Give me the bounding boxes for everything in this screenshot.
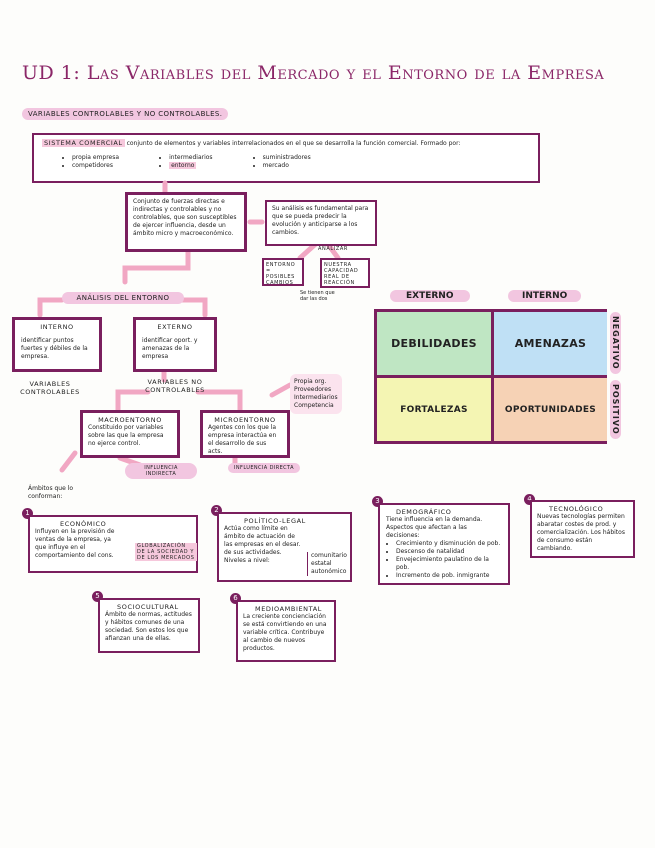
number-badge: 1 [22,508,33,519]
sociocultural-box: SOCIOCULTURAL Ámbito de normas, actitude… [98,598,200,653]
analisis-pill: Análisis del entorno [62,292,184,304]
dafo-interno-label: INTERNO [508,290,582,302]
externo-box: EXTERNO identificar oport. y amenazas de… [133,317,217,372]
macroentorno-box: MACROENTORNO Constituido por variables s… [80,410,180,458]
sistema-text: conjunto de elementos y variables interr… [126,140,461,147]
sistema-col1: propia empresacompetidores [62,154,119,170]
ambitos-label: Ámbitos que lo conforman: [28,485,74,500]
dafo-fortalezas: FORTALEZAS [377,378,491,441]
dafo-negativo-label: NEGATIVO [610,312,621,374]
sistema-col3: suministradoresmercado [253,154,311,170]
sistema-comercial-box: SISTEMA COMERCIAL conjunto de elementos … [32,133,540,183]
se-tienen-note: Se tienen que dar las dos [300,290,335,302]
number-badge: 2 [211,505,222,516]
entorno-cambios-box: ENTORNO = POSIBLES CAMBIOS [262,258,304,286]
dafo-amenazas: AMENAZAS [494,312,607,375]
interno-box: INTERNO identificar puntos fuertes y déb… [12,317,102,372]
subtitle-pill: Variables controlables y no controlables… [22,108,229,120]
economico-box: ECONÓMICO Influyen en la previsión de ve… [28,515,198,573]
politico-legal-box: POLÍTICO-LEGAL Actúa como límite en ámbi… [217,512,352,582]
variables-controlables: VARIABLES CONTROLABLES [20,380,80,396]
medioambiental-box: MEDIOAMBIENTAL La creciente concienciaci… [236,600,336,662]
variables-no-controlables: VARIABLES NO CONTROLABLES [145,378,205,394]
demografico-box: DEMOGRÁFICO Tiene influencia en la deman… [378,503,510,585]
microentorno-box: MICROENTORNO Agentes con los que la empr… [200,410,290,458]
sistema-col2: intermediariosentorno [159,154,213,170]
number-badge: 3 [372,496,383,507]
entorno-definition-box: Conjunto de fuerzas directas e indirecta… [125,192,247,252]
influencia-indirecta: INFLUENCIA INDIRECTA [125,463,197,479]
page-title: UD 1: Las Variables del Mercado y el Ent… [22,62,605,84]
analizar-label: ANALIZAR [318,246,348,252]
capacidad-reaccion-box: NUESTRA CAPACIDAD REAL DE REACCIÓN [320,258,370,288]
number-badge: 5 [92,591,103,602]
sistema-label: SISTEMA COMERCIAL [42,139,125,147]
tecnologico-box: TECNOLÓGICO Nuevas tecnologías permiten … [530,500,635,558]
analisis-definition-box: Su análisis es fundamental para que se p… [265,200,377,246]
micro-list: Propia org. Proveedores Intermediarios C… [290,374,342,414]
dafo-debilidades: DEBILIDADES [377,312,491,375]
dafo-oportunidades: OPORTUNIDADES [494,378,607,441]
dafo-externo-label: EXTERNO [390,290,470,302]
number-badge: 4 [524,494,535,505]
number-badge: 6 [230,593,241,604]
dafo-positivo-label: POSITIVO [610,380,621,439]
dafo-matrix: DEBILIDADES AMENAZAS FORTALEZAS OPORTUNI… [374,309,607,444]
influencia-directa: INFLUENCIA DIRECTA [228,463,300,473]
